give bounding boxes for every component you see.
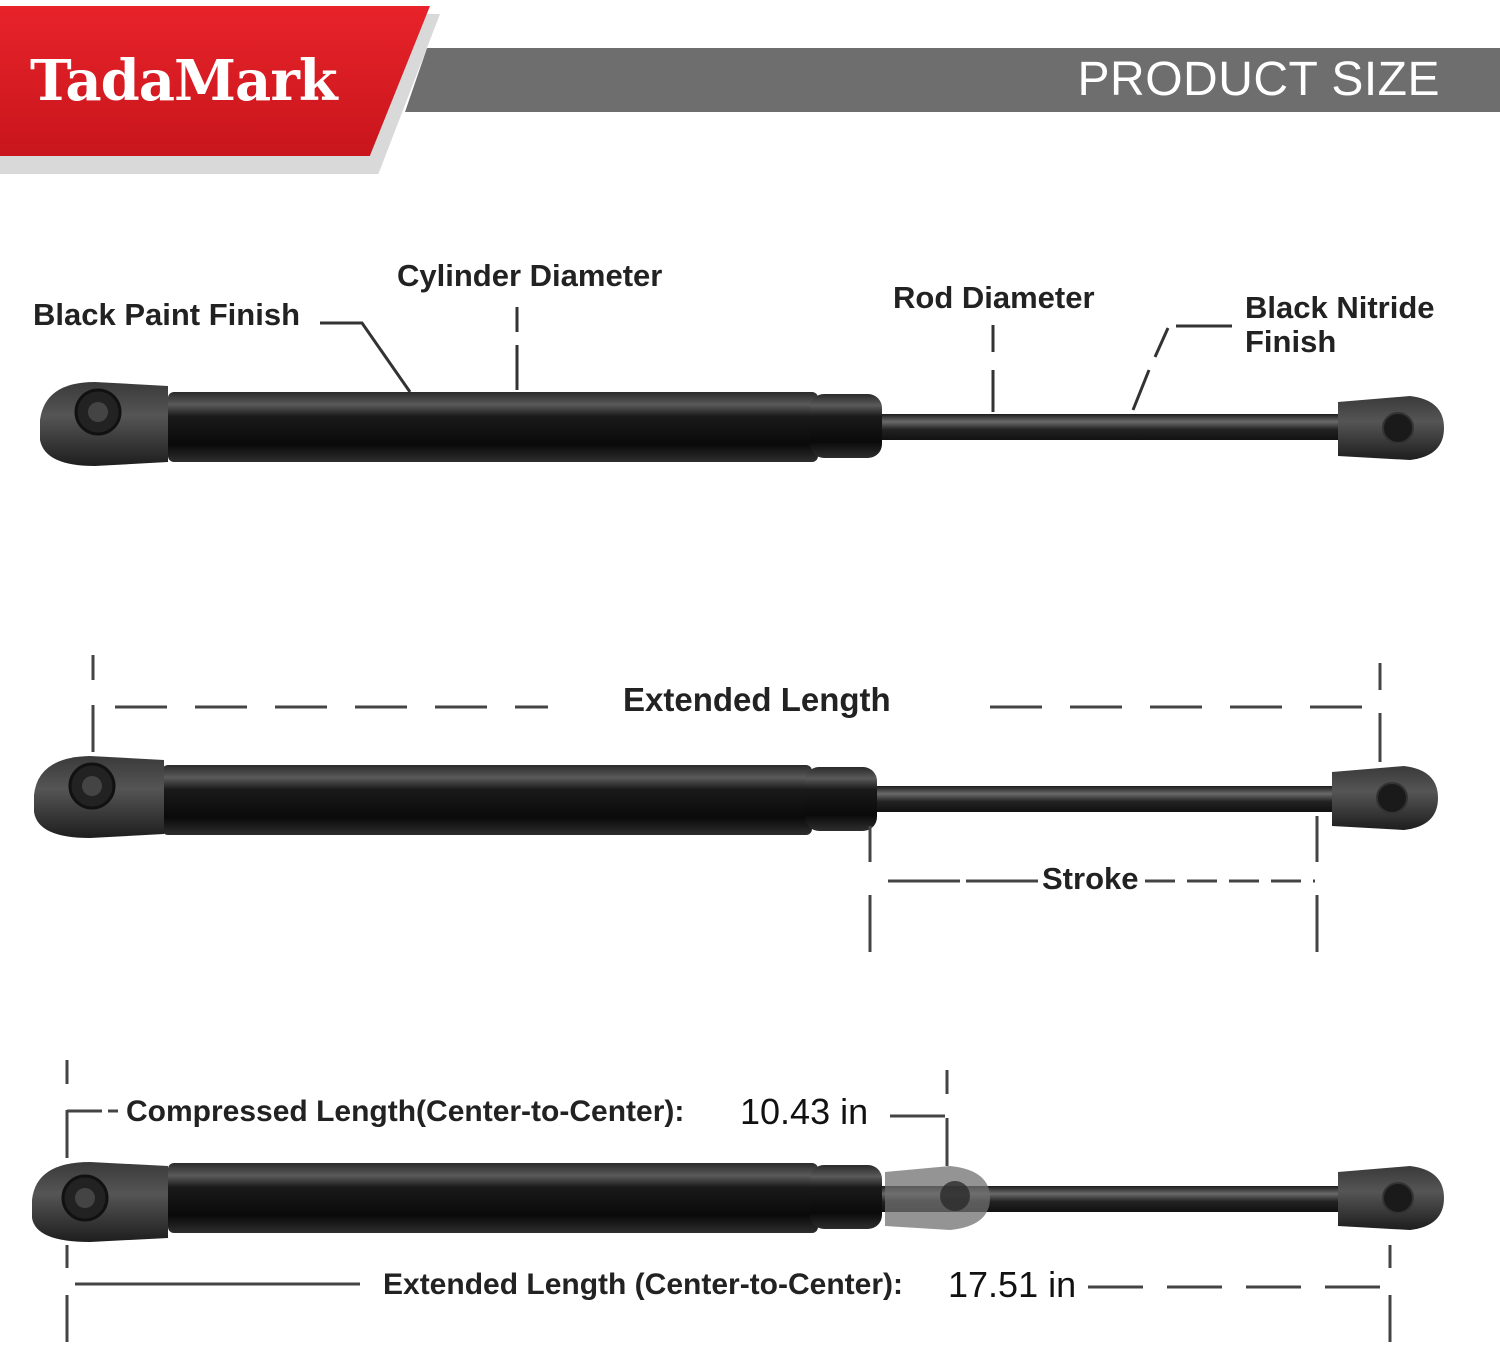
label-black-nitride-line1: Black Nitride bbox=[1245, 290, 1435, 325]
label-extended-length-cc: Extended Length (Center-to-Center): bbox=[383, 1268, 903, 1301]
cylinder-collar bbox=[810, 1165, 882, 1229]
dimension-lines-middle bbox=[91, 655, 1382, 952]
strut-middle bbox=[34, 756, 1438, 838]
value-extended-length: 17.51 in bbox=[948, 1264, 1077, 1305]
cylinder bbox=[168, 392, 818, 462]
page-title: PRODUCT SIZE bbox=[1077, 53, 1440, 106]
ghost-fitting-compressed bbox=[885, 1166, 990, 1230]
value-compressed-length: 10.43 in bbox=[740, 1091, 869, 1132]
rod bbox=[875, 786, 1335, 812]
cylinder-collar bbox=[810, 394, 882, 458]
label-stroke: Stroke bbox=[1042, 861, 1139, 896]
cylinder bbox=[162, 765, 812, 835]
dimension-lines-bottom bbox=[65, 1060, 1392, 1342]
cylinder bbox=[168, 1163, 818, 1233]
label-black-nitride-line2: Finish bbox=[1245, 324, 1337, 359]
label-cylinder-diameter: Cylinder Diameter bbox=[397, 258, 663, 293]
callout-lines-top bbox=[320, 307, 1232, 412]
rod bbox=[880, 414, 1340, 440]
cylinder-collar bbox=[805, 767, 877, 831]
strut-bottom bbox=[32, 1162, 1444, 1242]
brand-logo bbox=[0, 6, 430, 156]
label-extended-length: Extended Length bbox=[623, 681, 891, 718]
label-black-paint-finish: Black Paint Finish bbox=[33, 297, 301, 332]
brand-logo-text: TadaMark bbox=[30, 48, 338, 114]
strut-top bbox=[40, 382, 1444, 466]
header-band bbox=[405, 48, 1500, 112]
label-compressed-length: Compressed Length(Center-to-Center): bbox=[126, 1095, 685, 1128]
label-rod-diameter: Rod Diameter bbox=[893, 280, 1095, 315]
